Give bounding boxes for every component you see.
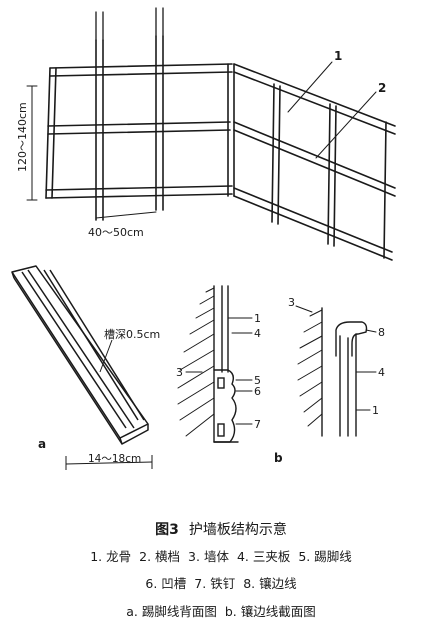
width-dimension-label: 40～50cm — [88, 226, 144, 239]
right-callout-4: 4 — [378, 366, 385, 379]
legend-item: 8. 镶边线 — [243, 576, 297, 591]
left-wall-rails — [45, 63, 233, 199]
legend-item: 5. 踢脚线 — [298, 549, 352, 564]
left-callout-1: 1 — [254, 312, 261, 325]
right-callout-3: 3 — [288, 296, 295, 309]
legend-line-1: 1. 龙骨 2. 横档 3. 墙体 4. 三夹板 5. 踢脚线 — [0, 546, 442, 565]
panel-b-tag: b — [274, 451, 283, 465]
wall-hatch-left — [177, 287, 215, 437]
legend-item: b. 镶边线截面图 — [224, 604, 316, 619]
left-callout-6: 6 — [254, 385, 261, 398]
legend-line-2: 6. 凹槽 7. 铁钉 8. 镶边线 — [0, 573, 442, 592]
figure-caption-title: 图3 护墙板结构示意 — [0, 519, 442, 539]
right-wall-studs — [271, 83, 387, 259]
skirting-board-back-view — [11, 265, 153, 470]
legend-item: a. 踢脚线背面图 — [126, 604, 217, 619]
tall-studs-top — [95, 7, 164, 41]
left-callout-7: 7 — [254, 418, 261, 431]
legend-item: 2. 横档 — [139, 549, 181, 564]
legend-item: 1. 龙骨 — [90, 549, 132, 564]
figure-title: 护墙板结构示意 — [188, 522, 287, 538]
right-wall-rails — [233, 63, 396, 261]
callout-label-2: 2 — [378, 81, 386, 95]
legend-item: 7. 铁钉 — [194, 576, 236, 591]
height-dimension-label: 120～140cm — [16, 102, 29, 172]
right-callout-1: 1 — [372, 404, 379, 417]
legend-line-3: a. 踢脚线背面图 b. 镶边线截面图 — [0, 601, 442, 620]
figure-number: 图3 — [155, 522, 179, 538]
legend-item: 3. 墙体 — [188, 549, 229, 564]
skirting-section-view — [177, 285, 253, 443]
width-dimension-line — [95, 211, 157, 219]
callout-label-1: 1 — [334, 49, 342, 63]
height-dimension-line — [26, 85, 38, 201]
legend-item: 4. 三夹板 — [236, 549, 291, 564]
wall-frame-drawing — [26, 7, 396, 261]
legend-item: 6. 凹槽 — [145, 576, 187, 591]
left-wall-studs — [45, 35, 235, 221]
right-callout-8: 8 — [378, 326, 385, 339]
leader-line-2 — [315, 91, 377, 159]
wall-hatch-right — [297, 309, 323, 427]
groove-depth-label: 槽深0.5cm — [104, 328, 160, 341]
left-callout-3: 3 — [176, 366, 183, 379]
left-callout-5: 5 — [254, 374, 261, 387]
skirting-width-label: 14～18cm — [88, 453, 141, 465]
panel-a-tag: a — [38, 437, 46, 451]
leader-line-1 — [287, 61, 333, 113]
edge-trim-section-view — [295, 305, 377, 437]
left-callout-4: 4 — [254, 327, 261, 340]
